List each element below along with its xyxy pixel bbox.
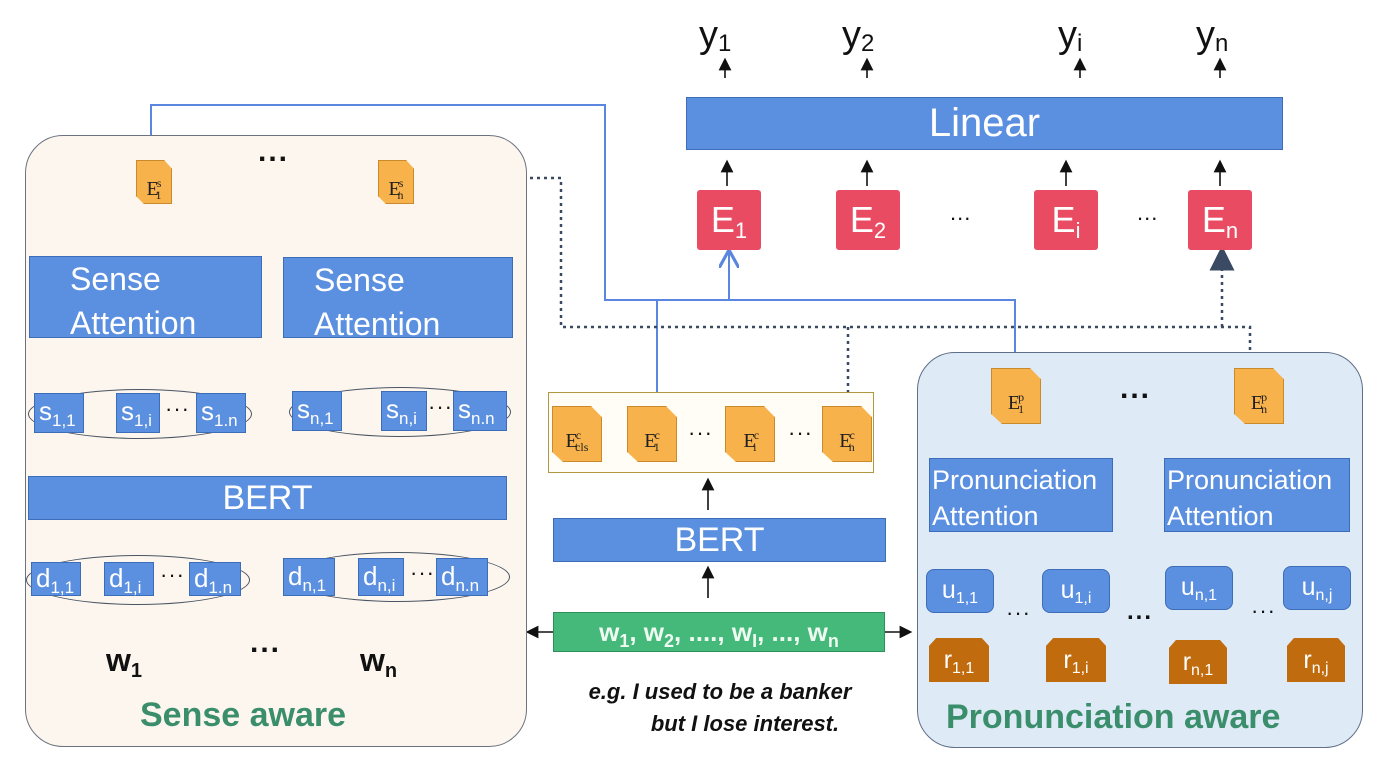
context-embedding-n: Ecn [822,406,872,462]
pron-embedding-n: Epn [1234,368,1284,424]
definition-token: d1.n [189,562,241,597]
sense-group-n-outline [289,387,511,437]
pron-unit: u1,1 [926,569,994,613]
phoneme-token: r1,1 [929,638,989,682]
definition-group-1-outline [26,555,250,605]
pron-top-ellipsis: ... [1120,372,1152,405]
definition-token: dn,i [358,558,404,596]
sense-aware-panel [25,135,527,747]
sense-bert-block: BERT [28,476,507,520]
sense-attention-block-1: Sense Attention [29,256,262,341]
example-line-2: but I lose interest. [650,711,840,736]
pron-attention-block-1: Pronunciation Attention [929,458,1113,532]
pron-panel-title: Pronunciation aware [946,698,1281,736]
context-bert-block: BERT [553,518,886,562]
sense-word-n: wn [360,642,398,682]
phoneme-token: rn,1 [1169,640,1227,684]
pronunciation-aware-panel [917,352,1363,748]
definition-token: d1,1 [31,562,81,597]
definition-token: dn,1 [283,558,335,596]
sense-group-1-outline [28,389,252,439]
final-embedding-2: E2 [836,190,900,250]
definition-group-ellipsis: ··· [410,560,435,585]
context-embedding-1: Ec1 [627,406,677,462]
definition-token: d1,i [104,562,154,597]
input-sequence: w1, w2, ...., wI, ..., wn [553,612,885,652]
example-sentence: e.g. I used to be a banker but I lose in… [540,676,900,740]
phoneme-token: rn,j [1287,638,1345,682]
sense-token: s1.n [196,393,246,433]
sense-word-ellipsis: ... [250,626,282,659]
context-embedding-cls: Eccls [552,406,602,462]
context-embedding-ellipsis: ··· [788,420,813,445]
context-embedding-ellipsis: ··· [688,420,713,445]
pron-attention-label: Pronunciation [932,465,1098,495]
sense-token: sn,i [381,391,427,431]
final-embedding-1: E1 [697,190,761,250]
sense-token: sn.n [453,391,507,431]
pron-unit: un,j [1283,566,1351,610]
final-embedding-i: Ei [1034,190,1098,250]
sense-embedding-1: Es1 [136,160,172,204]
output-y-1: y1 [699,14,732,57]
sense-token: s1,1 [34,393,84,433]
context-embedding-i: Eci [725,406,775,462]
sense-token: sn,1 [292,391,342,431]
sense-panel-title: Sense aware [140,696,347,734]
linear-layer: Linear [686,97,1283,150]
sense-top-ellipsis: ... [258,135,290,168]
pron-attention-label: Pronunciation [1167,465,1333,495]
final-embedding-ellipsis: ... [1137,200,1159,225]
final-embedding-ellipsis: ... [950,200,972,225]
pron-attention-label: Attention [932,501,1039,531]
sense-group-ellipsis: ··· [428,394,453,419]
sense-attention-label: Attention [314,306,441,342]
sense-attention-label: Attention [70,305,197,341]
pron-unit: u1,i [1042,569,1110,613]
pron-unit-ellipsis: ··· [1006,600,1031,625]
pron-embedding-1: Ep1 [991,368,1041,424]
final-embedding-n: En [1188,190,1252,250]
example-line-1: e.g. I used to be a banker [588,679,852,704]
pron-unit: un,1 [1165,566,1233,610]
phoneme-token: r1,i [1046,638,1106,682]
definition-token: dn.n [436,558,488,596]
pron-attention-block-n: Pronunciation Attention [1164,458,1350,532]
output-y-2: y2 [842,14,875,57]
output-y-n: yn [1196,14,1229,57]
pron-attention-label: Attention [1167,501,1274,531]
sense-embedding-n: Esn [378,160,414,204]
pron-mid-ellipsis: ... [1127,598,1154,625]
definition-group-ellipsis: ··· [160,562,185,587]
output-y-i: yi [1058,14,1083,57]
sense-token: s1,i [116,393,160,433]
sense-group-ellipsis: ··· [165,396,190,421]
sense-attention-label: Sense [314,262,405,298]
sense-word-1: w1 [106,642,143,682]
context-embedding-container [548,392,874,473]
sense-attention-label: Sense [70,261,161,297]
sense-attention-block-n: Sense Attention [283,257,513,342]
pron-unit-ellipsis: ··· [1251,598,1276,623]
